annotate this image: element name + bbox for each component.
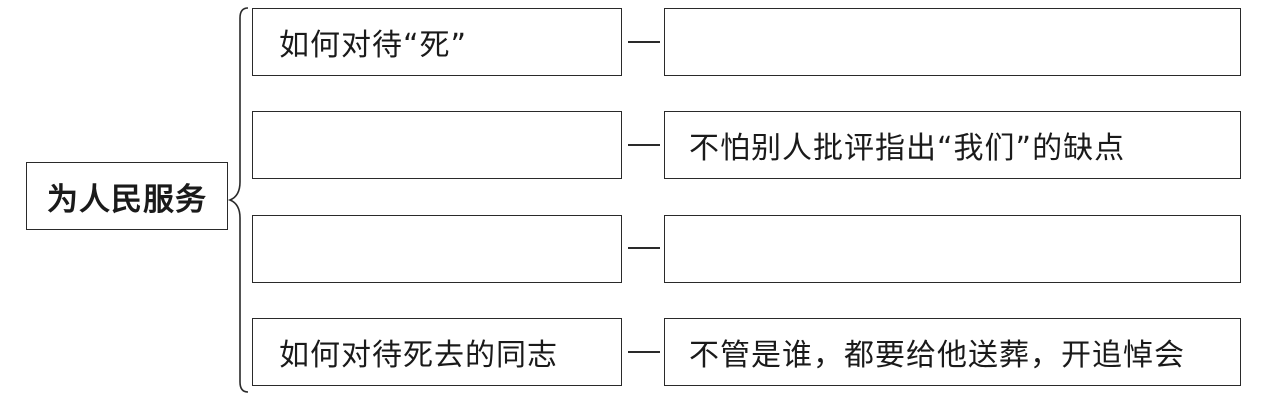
- row-3-connector-dash: [628, 247, 660, 249]
- row-3-left-box: [252, 215, 622, 283]
- row-3-right-box: [664, 215, 1241, 283]
- root-topic-label: 为人民服务: [47, 181, 207, 218]
- row-1-connector-dash: [628, 41, 660, 43]
- row-4-left-text: 如何对待死去的同志: [279, 338, 558, 373]
- row-1-left-text: 如何对待“死”: [279, 28, 468, 63]
- row-2-right-text: 不怕别人批评指出“我们”的缺点: [689, 131, 1126, 166]
- row-2-connector-dash: [628, 144, 660, 146]
- root-topic-box: 为人民服务: [26, 162, 228, 230]
- row-2-left-box: [252, 111, 622, 179]
- row-1-right-box: [664, 8, 1241, 76]
- row-4-left-box: 如何对待死去的同志: [252, 318, 622, 386]
- row-2-right-box: 不怕别人批评指出“我们”的缺点: [664, 111, 1241, 179]
- row-1-left-box: 如何对待“死”: [252, 8, 622, 76]
- curly-brace-connector: [227, 7, 249, 393]
- row-4-right-box: 不管是谁，都要给他送葬，开追悼会: [664, 318, 1241, 386]
- row-4-connector-dash: [628, 351, 660, 353]
- row-4-right-text: 不管是谁，都要给他送葬，开追悼会: [689, 338, 1185, 373]
